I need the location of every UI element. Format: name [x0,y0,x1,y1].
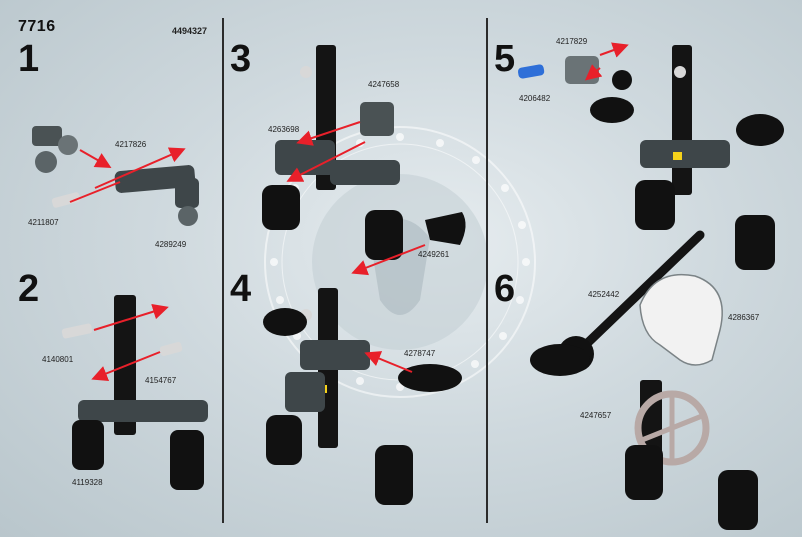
step-number-4: 4 [230,268,252,310]
column-divider [486,18,488,523]
part-code: 4249261 [418,250,450,259]
step-4-artwork [263,212,466,505]
part-code: 4247658 [368,80,400,89]
step-1-artwork [32,126,199,226]
step-number-5: 5 [494,38,516,80]
part-code: 4154767 [145,376,177,385]
step-number-6: 6 [494,268,516,310]
step-3-artwork [262,45,403,260]
part-code: 4140801 [42,355,74,364]
step-2-artwork [61,295,208,490]
part-code: 4206482 [519,94,551,103]
part-code: 4252442 [588,290,620,299]
column-divider [222,18,224,523]
booklet-code: 4494327 [172,26,208,36]
part-code: 4286367 [728,313,760,322]
part-code: 4289249 [155,240,187,249]
step-number-2: 2 [18,268,40,310]
part-code: 4247657 [580,411,612,420]
part-code: 4217826 [115,140,147,149]
step-6-artwork [530,230,758,530]
part-code: 4263698 [268,125,300,134]
part-code: 4278747 [404,349,436,358]
part-code: 4211807 [28,218,59,227]
set-number: 7716 [18,18,56,35]
part-code: 4119328 [72,478,103,487]
step-number-1: 1 [18,38,40,80]
step-number-3: 3 [230,38,252,80]
step-5-artwork [517,42,784,270]
part-code: 4217829 [556,37,588,46]
